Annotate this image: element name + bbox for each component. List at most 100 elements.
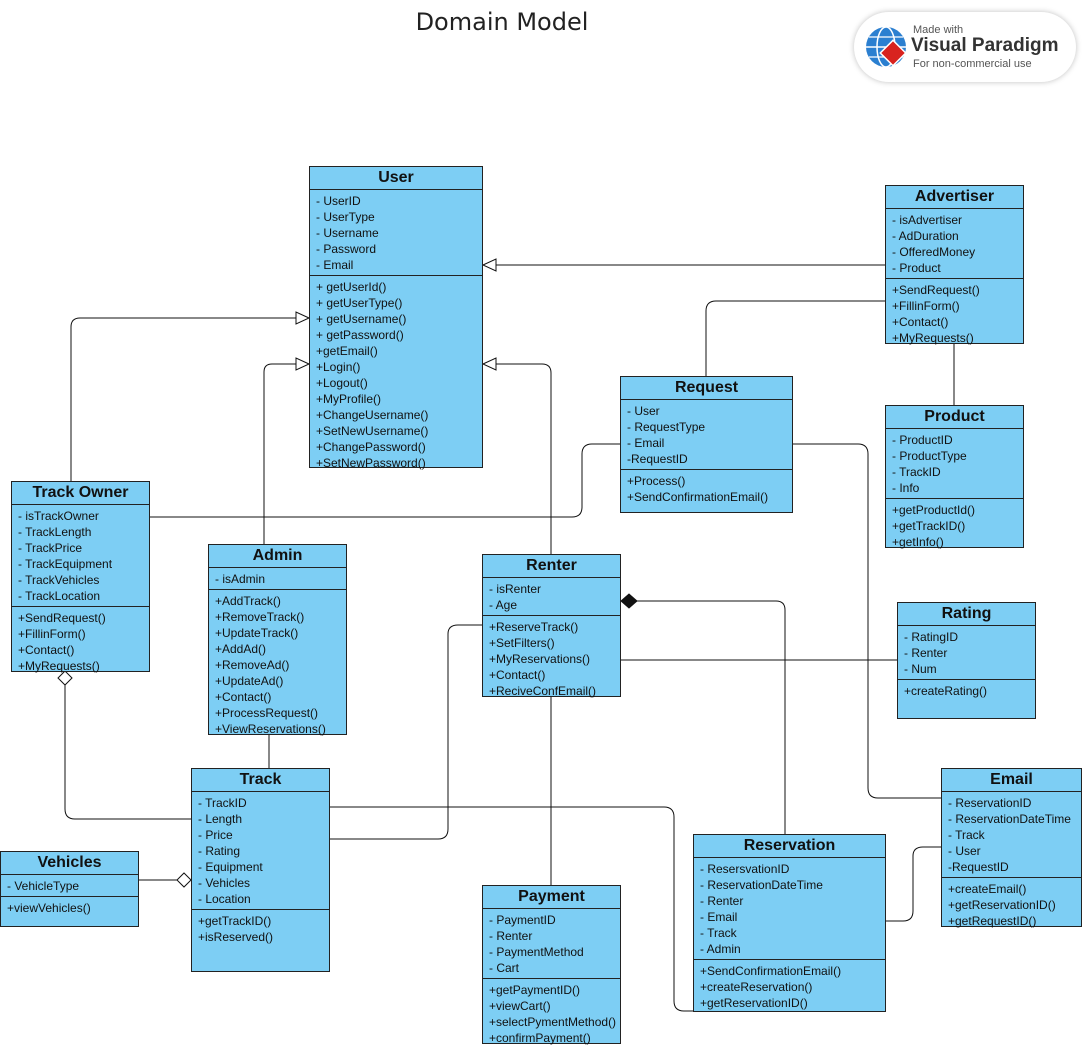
attribute: - Equipment — [198, 860, 263, 874]
class-vehicles[interactable]: Vehicles - VehicleType +viewVehicles() — [0, 851, 139, 927]
class-user[interactable]: User - UserID - UserType - Username - Pa… — [309, 166, 483, 470]
class-name: Product — [886, 406, 1023, 429]
attribute: - ProductType — [892, 449, 967, 463]
generalization-arrowhead — [295, 357, 311, 371]
method: +ChangeUsername() — [316, 408, 429, 422]
class-reservation[interactable]: Reservation - ResersvationID - Reservati… — [693, 834, 886, 1012]
attributes-section: - isRenter - Age — [483, 578, 620, 616]
class-rating[interactable]: Rating - RatingID - Renter - Num +create… — [897, 602, 1036, 719]
method: +RemoveAd() — [215, 658, 290, 672]
methods-section: +Process() +SendConfirmationEmail() — [621, 470, 792, 507]
attributes-section: - User - RequestType - Email -RequestID — [621, 400, 792, 470]
method: +Logout() — [316, 376, 368, 390]
method: +Contact() — [215, 690, 272, 704]
renter-user-generalization — [495, 363, 552, 554]
method: +confirmPayment() — [489, 1031, 591, 1045]
attribute: - Cart — [489, 961, 519, 975]
attribute: - TrackVehicles — [18, 573, 100, 587]
attribute: - Price — [198, 828, 233, 842]
method: +Process() — [627, 474, 686, 488]
globe-diamond-logo-icon — [866, 26, 907, 68]
method: +getPaymentID() — [489, 983, 581, 997]
class-product[interactable]: Product - ProductID - ProductType - Trac… — [885, 405, 1024, 549]
attribute: - isTrackOwner — [18, 509, 99, 523]
attribute: - ReservationDateTime — [948, 812, 1071, 826]
attribute: - isAdvertiser — [892, 213, 963, 227]
class-email[interactable]: Email - ReservationID - ReservationDateT… — [941, 768, 1082, 928]
method: +UpdateTrack() — [215, 626, 299, 640]
attribute: - Admin — [700, 942, 741, 956]
attributes-section: - ReservationID - ReservationDateTime - … — [942, 792, 1081, 878]
methods-section: + getUserId() + getUserType() + getUsern… — [310, 276, 482, 473]
method: +ReserveTrack() — [489, 620, 579, 634]
methods-section: +SendRequest() +FillinForm() +Contact() … — [12, 607, 149, 676]
method: +getProductId() — [892, 503, 976, 517]
attribute: - VehicleType — [7, 879, 80, 893]
methods-section: +createEmail() +getReservationID() +getR… — [942, 878, 1081, 931]
method: +viewVehicles() — [7, 901, 91, 915]
attributes-section: - ResersvationID - ReservationDateTime -… — [694, 858, 885, 960]
attribute: - User — [948, 844, 981, 858]
class-name: Renter — [483, 555, 620, 578]
attribute: - Track — [700, 926, 737, 940]
methods-section: +viewVehicles() — [1, 897, 138, 918]
method: +getRequestID() — [948, 914, 1037, 928]
watermark-line-3: For non-commercial use — [913, 58, 1032, 70]
class-payment[interactable]: Payment - PaymentID - Renter - PaymentMe… — [482, 885, 621, 1045]
generalization-arrowhead — [481, 357, 497, 371]
attribute: - Location — [198, 892, 251, 906]
attribute: - TrackLength — [18, 525, 92, 539]
class-renter[interactable]: Renter - isRenter - Age +ReserveTrack() … — [482, 554, 621, 698]
attribute: - User — [627, 404, 660, 418]
methods-section: +getProductId() +getTrackID() +getInfo() — [886, 499, 1023, 552]
method: +Login() — [316, 360, 361, 374]
method: +ViewReservations() — [215, 722, 326, 736]
method: +RemoveTrack() — [215, 610, 305, 624]
class-track-owner[interactable]: Track Owner - isTrackOwner - TrackLength… — [11, 481, 150, 673]
method: +MyRequests() — [892, 331, 974, 345]
attribute: - TrackLocation — [18, 589, 101, 603]
class-admin[interactable]: Admin - isAdmin +AddTrack() +RemoveTrack… — [208, 544, 347, 736]
attribute: - RatingID — [904, 630, 959, 644]
attribute: - Rating — [198, 844, 241, 858]
class-request[interactable]: Request - User - RequestType - Email -Re… — [620, 376, 793, 513]
attributes-section: - isAdvertiser - AdDuration - OfferedMon… — [886, 209, 1023, 279]
attribute: - TrackPrice — [18, 541, 83, 555]
method: +selectPymentMethod() — [489, 1015, 617, 1029]
watermark-line-2: Visual Paradigm — [911, 35, 1059, 56]
attributes-section: - RatingID - Renter - Num — [898, 626, 1035, 680]
track-reservation-link — [330, 806, 693, 1012]
method: +ReciveConfEmail() — [489, 684, 597, 698]
method: +ProcessRequest() — [215, 706, 319, 720]
reservation-renter-composition — [637, 600, 786, 834]
method: +getInfo() — [892, 535, 944, 549]
admin-user-generalization — [263, 363, 296, 544]
method: +getTrackID() — [892, 519, 966, 533]
attribute: - Num — [904, 662, 937, 676]
class-advertiser[interactable]: Advertiser - isAdvertiser - AdDuration -… — [885, 185, 1024, 345]
attribute: - Email — [627, 436, 665, 450]
attribute: - AdDuration — [892, 229, 959, 243]
method: +Contact() — [489, 668, 546, 682]
method: +isReserved() — [198, 930, 274, 944]
attribute: - Length — [198, 812, 243, 826]
method: +viewCart() — [489, 999, 551, 1013]
methods-section: +AddTrack() +RemoveTrack() +UpdateTrack(… — [209, 590, 346, 739]
attribute: - Renter — [904, 646, 948, 660]
class-name: Advertiser — [886, 186, 1023, 209]
visual-paradigm-watermark: Made with Visual Paradigm For non-commer… — [854, 12, 1076, 82]
attribute: - TrackID — [198, 796, 247, 810]
methods-section: +SendRequest() +FillinForm() +Contact() … — [886, 279, 1023, 348]
method: +SendRequest() — [18, 611, 106, 625]
class-name: Email — [942, 769, 1081, 792]
trackowner-request-link — [150, 443, 620, 518]
diagram-title: Domain Model — [415, 8, 589, 36]
track-trackowner-aggregation — [64, 685, 191, 820]
class-name: Payment — [483, 886, 620, 909]
method: +SetFilters() — [489, 636, 555, 650]
method: +createRating() — [904, 684, 988, 698]
attribute: - TrackID — [892, 465, 941, 479]
class-track[interactable]: Track - TrackID - Length - Price - Ratin… — [191, 768, 330, 972]
class-name: User — [310, 167, 482, 190]
